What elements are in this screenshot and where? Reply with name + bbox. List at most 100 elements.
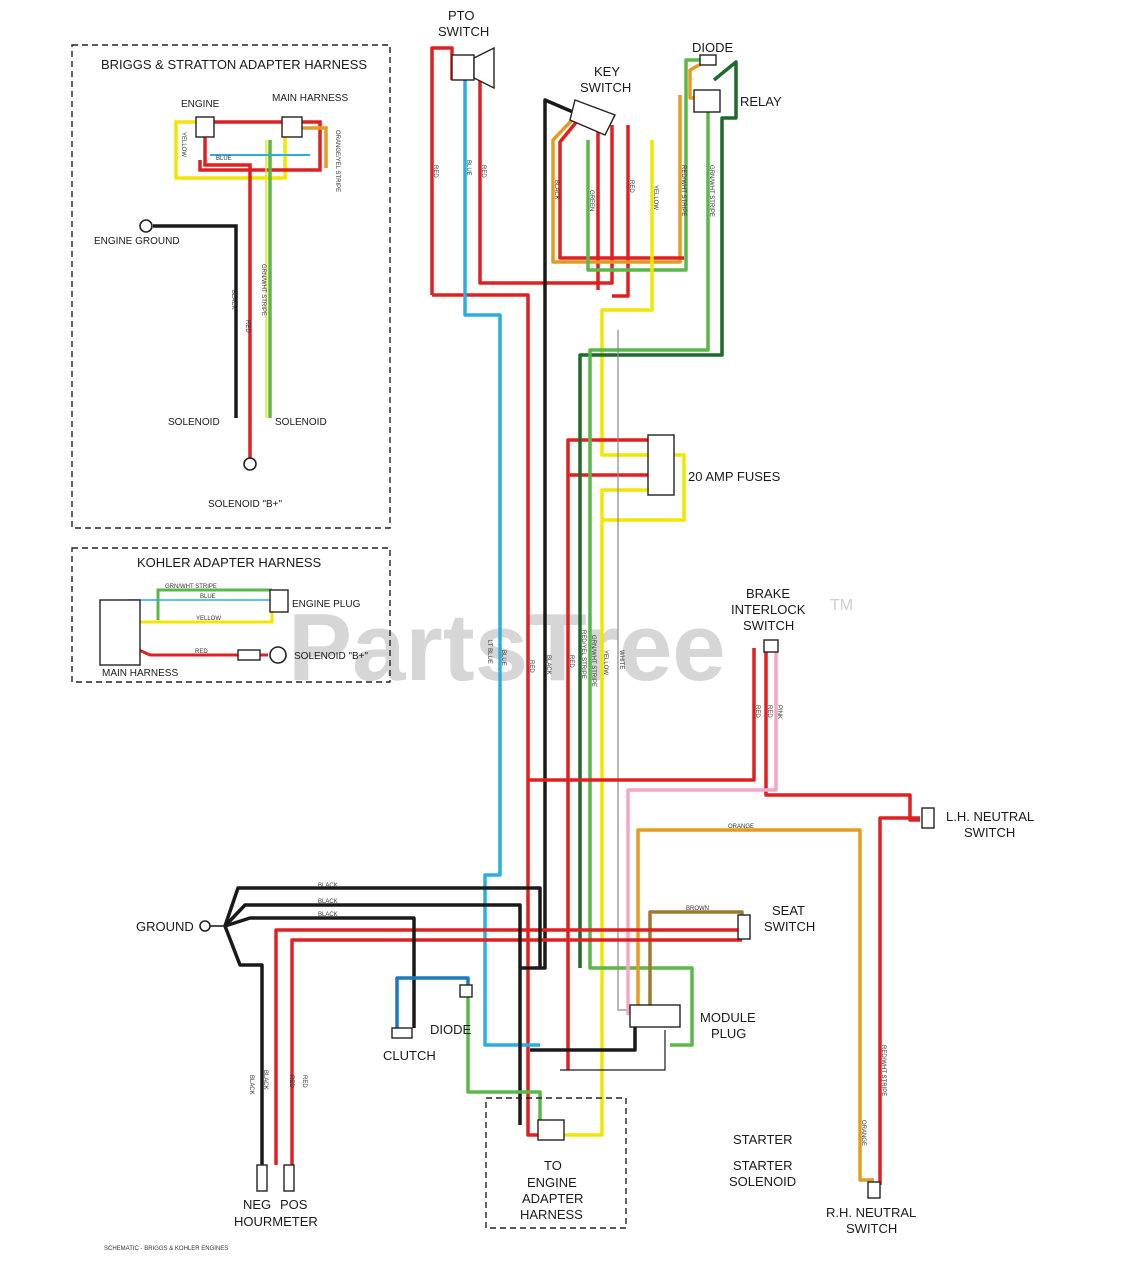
kohler-engine-plug-label: ENGINE PLUG bbox=[292, 599, 361, 610]
lh-neutral-switch-body bbox=[921, 807, 935, 829]
diode-lower-label: DIODE bbox=[430, 1022, 472, 1037]
briggs-panel-title: BRIGGS & STRATTON ADAPTER HARNESS bbox=[101, 57, 367, 72]
module-plug-label-line2: PLUG bbox=[711, 1026, 746, 1041]
kohler-solenoid-terminal-icon bbox=[269, 646, 287, 664]
briggs-main-harness-connector bbox=[281, 116, 303, 138]
to-engine-label-line4: HARNESS bbox=[520, 1207, 583, 1222]
to-engine-box bbox=[485, 1097, 627, 1229]
to-engine-label-line3: ADAPTER bbox=[522, 1191, 583, 1206]
kohler-engine-plug-connector bbox=[269, 589, 289, 613]
diode-lower-body bbox=[459, 984, 473, 998]
pto-switch-body bbox=[451, 54, 475, 81]
wire-label-main-ltblue: LT BLUE bbox=[486, 640, 492, 664]
diode-top-body bbox=[699, 54, 717, 66]
key-switch-body bbox=[569, 99, 616, 136]
ground-label: GROUND bbox=[136, 919, 194, 934]
wire-label-brown: BROWN bbox=[686, 906, 709, 912]
briggs-engine-ground-label: ENGINE GROUND bbox=[94, 236, 180, 247]
wire-label-pto-blue: BLUE bbox=[465, 160, 471, 176]
wire-label-relay-grnwht: GRN/WHT STRIPE bbox=[708, 165, 714, 217]
briggs-engine-label: ENGINE bbox=[181, 99, 220, 110]
relay-body bbox=[693, 89, 721, 113]
briggs-wire-black-label: BLACK bbox=[230, 290, 236, 310]
wire-label-black1: BLACK bbox=[318, 883, 338, 889]
wire-label-brake-pink: PINK bbox=[776, 705, 782, 719]
briggs-wire-blue-label: BLUE bbox=[216, 156, 232, 162]
briggs-wire-grnwht-label: GRN/WHT STRIPE bbox=[260, 264, 266, 316]
hourmeter-neg-label: NEG bbox=[243, 1197, 271, 1212]
rh-neutral-label-line1: R.H. NEUTRAL bbox=[826, 1205, 916, 1220]
wire-label-main-black: BLACK bbox=[545, 655, 551, 675]
wire-label-main-yellow: YELLOW bbox=[602, 650, 608, 675]
briggs-wire-orange-label: ORANGE/YEL STRIPE bbox=[334, 130, 340, 192]
kohler-panel-title: KOHLER ADAPTER HARNESS bbox=[137, 555, 322, 570]
wire-label-hm-black2: BLACK bbox=[262, 1070, 268, 1090]
watermark-trademark: TM bbox=[830, 597, 853, 614]
briggs-wire-red-label: RED bbox=[244, 320, 250, 333]
kohler-wire-yellow-label: YELLOW bbox=[196, 616, 221, 622]
clutch-label: CLUTCH bbox=[383, 1048, 436, 1063]
wire-label-rh-redwht: RED/WHT STRIPE bbox=[880, 1045, 886, 1096]
lh-neutral-label-line1: L.H. NEUTRAL bbox=[946, 809, 1034, 824]
kohler-wire-red-label: RED bbox=[195, 649, 208, 655]
wire-label-rh-orange: ORANGE bbox=[860, 1120, 866, 1146]
briggs-wires bbox=[153, 120, 328, 458]
rh-neutral-label-line2: SWITCH bbox=[846, 1221, 897, 1236]
kohler-main-harness-label: MAIN HARNESS bbox=[102, 668, 178, 679]
wire-label-key-yellow: YELLOW bbox=[652, 185, 658, 210]
wire-label-hm-black: BLACK bbox=[248, 1075, 254, 1095]
hourmeter-pos-terminal bbox=[283, 1164, 295, 1192]
pto-switch-plug-icon bbox=[473, 46, 495, 90]
kohler-wire-grnwht-label: GRN/WHT STRIPE bbox=[165, 584, 217, 590]
to-engine-label-line1: TO bbox=[544, 1158, 562, 1173]
footer-note: SCHEMATIC - BRIGGS & KOHLER ENGINES bbox=[104, 1246, 228, 1252]
wire-label-key-red: RED bbox=[628, 180, 634, 193]
ground-terminal-icon bbox=[199, 920, 211, 932]
starter-label: STARTER bbox=[733, 1132, 792, 1147]
wire-label-hm-red2: RED bbox=[301, 1075, 307, 1088]
briggs-engine-connector bbox=[195, 116, 215, 138]
hourmeter-label: HOURMETER bbox=[234, 1214, 318, 1229]
to-engine-label-line2: ENGINE bbox=[527, 1175, 577, 1190]
engine-ground-terminal-icon bbox=[139, 219, 153, 233]
briggs-solenoid-b-label: SOLENOID "B+" bbox=[208, 499, 283, 510]
pto-switch-label-line1: PTO bbox=[448, 8, 475, 23]
brake-interlock-label-line2: INTERLOCK bbox=[731, 602, 806, 617]
module-plug-label-line1: MODULE bbox=[700, 1010, 756, 1025]
wire-label-main-blue: BLUE bbox=[500, 650, 506, 666]
wire-label-brake-red2: RED bbox=[766, 705, 772, 718]
briggs-wire-yellow-label: YELLOW bbox=[180, 132, 186, 157]
wire-label-pto-red: RED bbox=[432, 165, 438, 178]
relay-label: RELAY bbox=[740, 94, 782, 109]
briggs-panel-border bbox=[71, 44, 391, 529]
wire-label-hm-red: RED bbox=[288, 1075, 294, 1088]
brake-interlock-label-line1: BRAKE bbox=[746, 586, 790, 601]
diode-top-label: DIODE bbox=[692, 40, 734, 55]
briggs-main-harness-label: MAIN HARNESS bbox=[272, 93, 348, 104]
wire-label-key-green: GREEN bbox=[588, 190, 594, 211]
seat-switch-body bbox=[737, 914, 751, 940]
fuses-label: 20 AMP FUSES bbox=[688, 469, 781, 484]
lh-neutral-label-line2: SWITCH bbox=[964, 825, 1015, 840]
kohler-fuse-holder bbox=[237, 649, 261, 661]
component-symbols bbox=[199, 46, 935, 1199]
brake-interlock-label-line3: SWITCH bbox=[743, 618, 794, 633]
wire-label-pto-red2: RED bbox=[480, 165, 486, 178]
engine-harness-connector bbox=[537, 1119, 565, 1141]
kohler-wire-blue-label: BLUE bbox=[200, 594, 216, 600]
kohler-solenoid-b-label: SOLENOID "B+" bbox=[294, 651, 369, 662]
hourmeter-neg-terminal bbox=[256, 1164, 268, 1192]
watermark-brand: PartsTree bbox=[288, 594, 726, 701]
seat-switch-label-line2: SWITCH bbox=[764, 919, 815, 934]
wire-label-main-redyel: RED/YEL STRIPE bbox=[580, 630, 586, 679]
wire-label-orange: ORANGE bbox=[728, 824, 754, 830]
wire-label-main-red2: RED bbox=[568, 655, 574, 668]
wire-label-brake-red: RED bbox=[754, 705, 760, 718]
wire-label-main-white: WHITE bbox=[618, 650, 624, 669]
seat-switch-label-line1: SEAT bbox=[772, 903, 805, 918]
kohler-panel-border bbox=[71, 547, 391, 683]
wire-label-relay-redwht: RED/WHT STRIPE bbox=[680, 165, 686, 216]
starter-solenoid-label-line2: SOLENOID bbox=[729, 1174, 796, 1189]
starter-solenoid-label-line1: STARTER bbox=[733, 1158, 792, 1173]
